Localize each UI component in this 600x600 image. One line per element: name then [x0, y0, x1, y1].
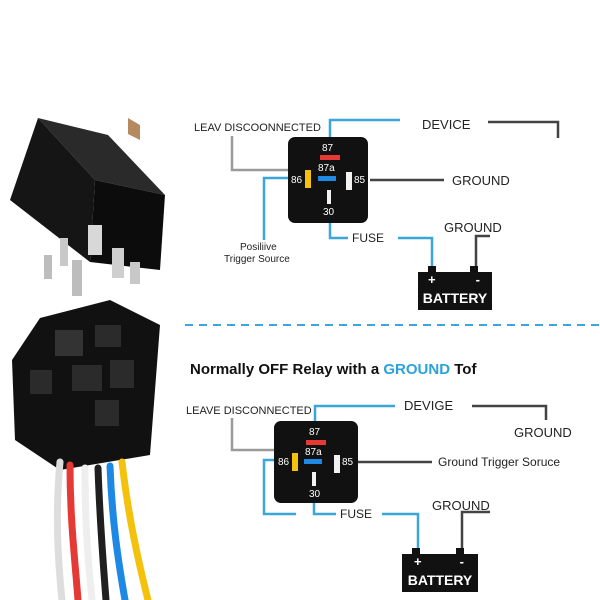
pin-30-marker	[312, 472, 316, 486]
bottom-battery-label: BATTERY	[407, 572, 473, 588]
top-battery-box: + - BATTERY	[418, 272, 492, 310]
top-battery	[418, 266, 492, 310]
bottom-device-label: DEVIGE	[404, 398, 454, 413]
relay-cube-icon	[10, 118, 165, 296]
bottom-fuse-label: FUSE	[340, 507, 373, 521]
pin-30-marker	[327, 190, 331, 204]
bottom-pin-86: 86	[278, 457, 290, 468]
top-relay-body	[288, 137, 368, 223]
bottom-pin-87: 87	[309, 427, 321, 438]
top-pin-86: 86	[291, 175, 303, 186]
diagram-heading: Normally OFF Relay with a GROUND Tof	[190, 361, 476, 378]
top-pin-87: 87	[322, 143, 334, 154]
top-battery-plus: +	[428, 272, 436, 287]
top-pin-85: 85	[354, 175, 366, 186]
pin-87-marker	[306, 440, 326, 445]
top-pin-30: 30	[323, 207, 335, 218]
relay-photo	[10, 118, 165, 600]
bottom-ground-trigger-label: Ground Trigger Soruce	[438, 455, 561, 469]
bottom-ground-label: GROUND	[514, 425, 572, 440]
bottom-pin-85: 85	[342, 457, 354, 468]
pin-86-marker	[305, 170, 311, 188]
section-divider	[185, 324, 600, 326]
top-battery-ground-label: GROUND	[444, 220, 502, 235]
top-pin-87a: 87a	[318, 163, 335, 174]
bottom-wiring-diagram	[230, 404, 548, 592]
relay-socket-icon	[12, 300, 160, 470]
heading-highlight: GROUND	[383, 361, 451, 378]
pin-86-marker	[292, 453, 298, 471]
top-wiring-diagram	[230, 118, 560, 310]
bottom-battery-ground-label: GROUND	[432, 498, 490, 513]
wire-bundle-icon	[53, 458, 152, 600]
top-battery-label: BATTERY	[422, 290, 488, 306]
pin-85-marker	[334, 455, 340, 473]
top-leave-disconnected-label: LEAV DISCOONNECTED	[194, 122, 321, 134]
top-positive-label: Posiliive	[240, 242, 277, 253]
top-ground-label: GROUND	[452, 173, 510, 188]
heading-suffix: Tof	[450, 361, 477, 378]
bottom-battery	[402, 548, 478, 592]
top-wires	[230, 118, 560, 268]
bottom-battery-plus: +	[414, 554, 422, 569]
bottom-pin-87a: 87a	[305, 447, 322, 458]
bottom-battery-minus: -	[459, 554, 464, 569]
bottom-battery-box: + - BATTERY	[402, 554, 478, 592]
bottom-relay-body	[274, 421, 358, 503]
top-fuse-label: FUSE	[352, 231, 385, 245]
pin-87a-marker	[318, 176, 336, 181]
bottom-pin-30: 30	[309, 489, 321, 500]
pin-87a-marker	[304, 459, 322, 464]
top-device-label: DEVICE	[422, 117, 471, 132]
top-battery-minus: -	[475, 272, 480, 287]
pin-87-marker	[320, 155, 340, 160]
heading-prefix: Normally OFF Relay with a	[190, 361, 384, 378]
top-trigger-source-label: Trigger Source	[224, 254, 290, 265]
pin-85-marker	[346, 172, 352, 190]
bottom-leave-disconnected-label: LEAVE DISCONNECTED	[186, 405, 312, 417]
